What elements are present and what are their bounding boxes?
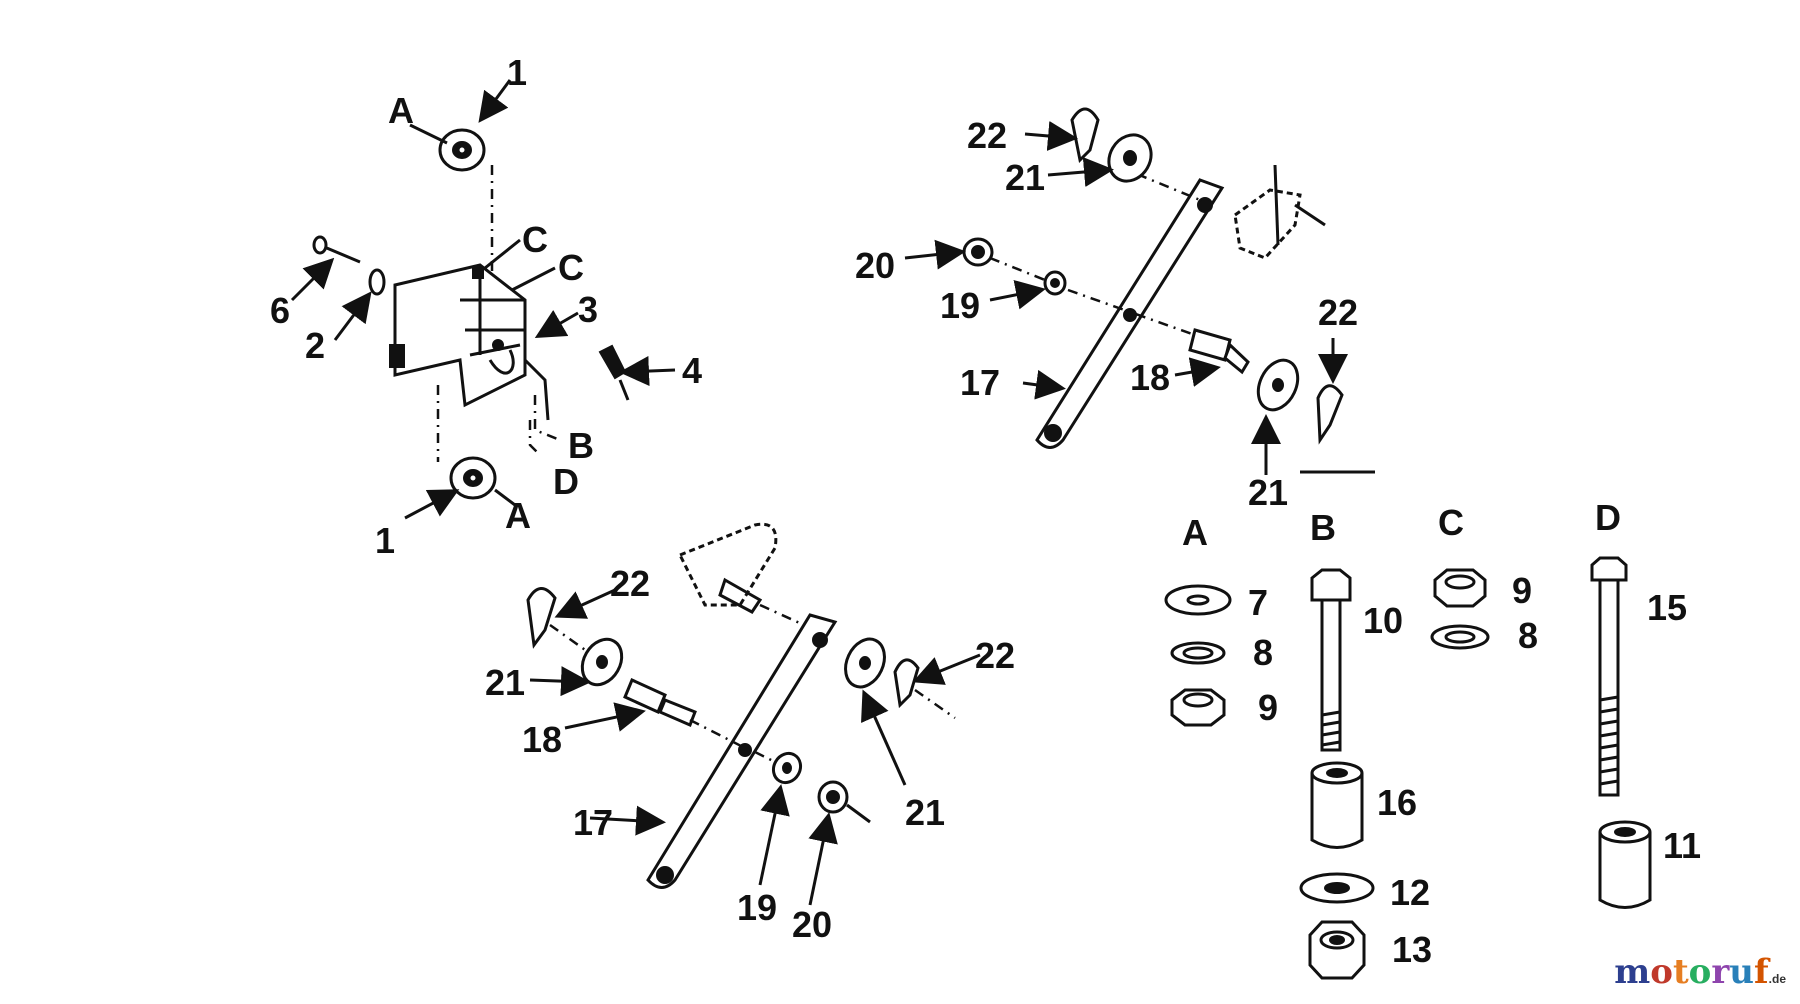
watermark-text: motoruf [1614,952,1769,992]
label-3: 3 [578,289,598,330]
pulley-bottom [449,456,497,500]
kit-c-item-8: 8 [1518,615,1538,656]
label-c-2: C [558,247,584,288]
kit-b-item-10: 10 [1363,600,1403,641]
kit-d: D 15 11 [1590,497,1701,909]
kit-a-item-9: 9 [1258,687,1278,728]
label-c-1: C [522,219,548,260]
cotter-pin-22-top-right [1070,107,1100,164]
spacer-11 [1598,820,1652,909]
label-20-bottom: 20 [792,904,832,945]
label-2: 2 [305,325,325,366]
label-22-bottom-right: 22 [975,635,1015,676]
label-17-bottom: 17 [573,802,613,843]
label-17-right: 17 [960,362,1000,403]
kit-c: C 9 8 [1430,502,1538,656]
bolt-6 [312,235,361,264]
watermark-tld: .de [1768,972,1786,986]
kit-b: B 10 16 12 13 [1299,507,1432,980]
hardware-kits: A 7 8 9 B [1164,497,1701,980]
rod-assembly-right: 22 21 20 19 17 18 22 21 [855,107,1375,513]
cotter-pin-22-lower-right [1316,384,1344,445]
washer-2 [368,268,386,296]
kit-a-item-7: 7 [1248,582,1268,623]
watermark-logo: motoruf.de [1614,952,1786,992]
label-18-right: 18 [1130,357,1170,398]
kit-c-item-9: 9 [1512,570,1532,611]
label-18-bottom: 18 [522,719,562,760]
label-b-left: B [568,425,594,466]
label-d-left: D [553,461,579,502]
kit-b-item-16: 16 [1377,782,1417,823]
bolt-10 [1310,568,1352,752]
rod-17-bottom [646,613,838,889]
label-21-top-right: 21 [1005,157,1045,198]
kit-a: A 7 8 9 [1164,512,1278,728]
stud-18-bottom [623,677,697,727]
kit-b-header: B [1310,507,1336,548]
label-a-bottom: A [505,495,531,536]
bracket-assembly: 1 A C C 3 6 2 4 B D 1 A [270,52,702,561]
stud-18-right [1188,328,1250,375]
screw-4 [598,344,630,401]
label-22-bottom-left: 22 [610,563,650,604]
castle-nut-13 [1308,920,1366,980]
label-21-bottom-left: 21 [485,662,525,703]
kit-a-header: A [1182,512,1208,553]
kit-d-item-15: 15 [1647,587,1687,628]
spacer-16 [1310,761,1364,849]
kit-d-header: D [1595,497,1621,538]
label-19-right: 19 [940,285,980,326]
label-1-top: 1 [507,52,527,93]
pulley-top [438,128,486,172]
kit-d-item-11: 11 [1663,825,1701,866]
label-22-top-right: 22 [967,115,1007,156]
label-a-top: A [388,90,414,131]
rod-assembly-bottom: 22 21 18 17 19 20 21 22 [485,522,1015,945]
label-21-lower-right: 21 [1248,472,1288,513]
kit-a-item-8: 8 [1253,632,1273,673]
kit-c-header: C [1438,502,1464,543]
bolt-15 [1590,556,1628,797]
label-21-bottom-right: 21 [905,792,945,833]
cotter-pin-22-bottom-right [893,658,920,709]
label-1-bottom: 1 [375,520,395,561]
label-19-bottom: 19 [737,887,777,928]
rod-17-right [1035,178,1225,449]
label-6: 6 [270,290,290,331]
label-22-lower-right: 22 [1318,292,1358,333]
bracket [389,263,550,421]
label-4: 4 [682,350,702,391]
kit-b-item-12: 12 [1390,872,1430,913]
label-20-right: 20 [855,245,895,286]
kit-b-item-13: 13 [1392,929,1432,970]
cotter-pin-22-bottom-left [526,587,557,649]
